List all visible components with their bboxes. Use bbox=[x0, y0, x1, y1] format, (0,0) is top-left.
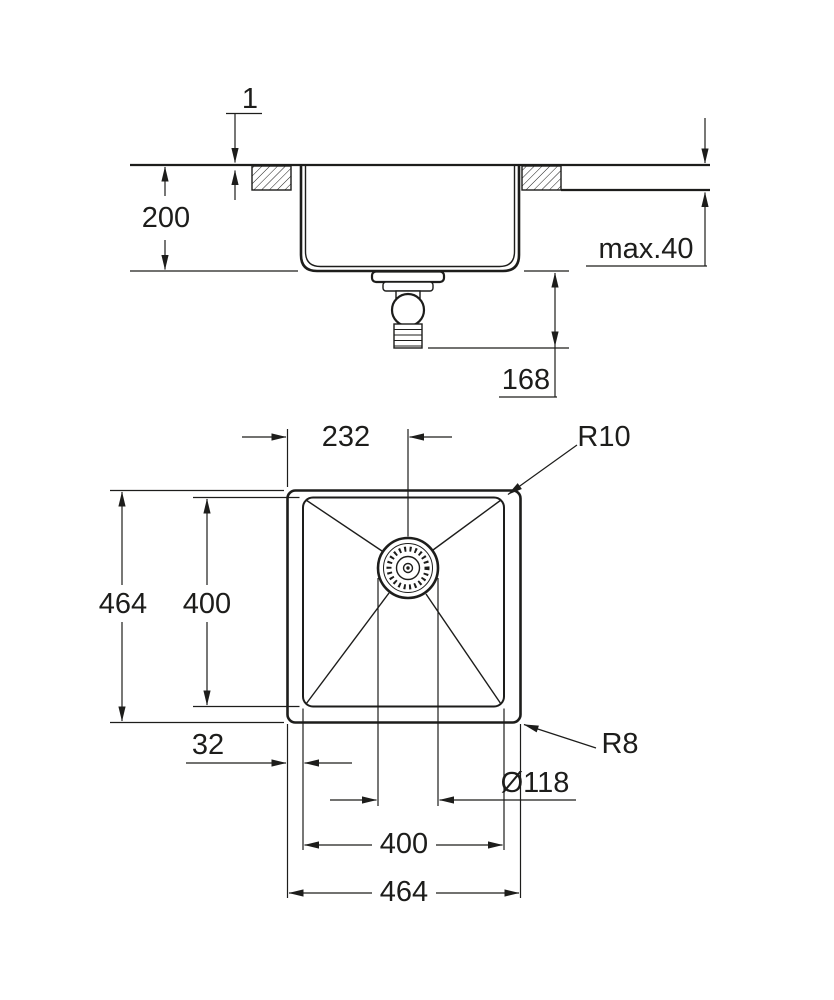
dim-drain-diameter: Ø118 bbox=[330, 578, 576, 806]
outer-corner-radius-label: R8 bbox=[601, 728, 638, 760]
sink-outer-outline bbox=[286, 489, 522, 724]
dim-rim-thickness: 1 bbox=[226, 83, 262, 200]
bowl-inner-outline bbox=[302, 496, 505, 708]
drain-assembly bbox=[370, 270, 446, 349]
dim-countertop-max-label: max.40 bbox=[598, 233, 693, 265]
dim-inner-height: 400 bbox=[183, 496, 300, 708]
dim-outer-width-label: 464 bbox=[380, 876, 428, 908]
dim-outer-height: 464 bbox=[99, 489, 284, 724]
countertop-hatch-left bbox=[251, 165, 292, 191]
sink-bowl-inner-wall bbox=[304, 166, 516, 268]
label-inner-corner-radius: R10 bbox=[507, 421, 631, 495]
countertop-hatch-right bbox=[521, 165, 562, 191]
dim-flange-width-label: 32 bbox=[192, 729, 224, 761]
dim-inner-height-label: 400 bbox=[183, 588, 231, 620]
label-outer-corner-radius: R8 bbox=[523, 723, 639, 760]
dim-outer-width: 464 bbox=[288, 724, 522, 908]
plan-view: 232 R10 464 400 32 bbox=[99, 421, 639, 908]
dim-drain-offset: 232 bbox=[242, 421, 452, 487]
bowl-diagonals bbox=[305, 499, 502, 705]
dim-countertop-max: max.40 bbox=[586, 118, 709, 267]
section-view: 1 200 max.40 168 bbox=[130, 83, 710, 398]
dim-flange-width: 32 bbox=[186, 708, 352, 898]
inner-corner-radius-label: R10 bbox=[577, 421, 630, 453]
strainer-slots bbox=[386, 546, 430, 590]
dim-inner-width: 400 bbox=[304, 708, 505, 860]
dim-outer-height-label: 464 bbox=[99, 588, 147, 620]
dim-drain-height: 168 bbox=[428, 270, 569, 398]
drain-strainer bbox=[376, 536, 440, 600]
dim-inner-width-label: 400 bbox=[380, 828, 428, 860]
dim-drain-height-label: 168 bbox=[502, 364, 550, 396]
dim-bowl-depth-label: 200 bbox=[142, 202, 190, 234]
dim-drain-offset-label: 232 bbox=[322, 421, 370, 453]
dim-drain-diameter-label: Ø118 bbox=[501, 767, 570, 799]
dim-bowl-depth: 200 bbox=[130, 166, 298, 272]
dim-rim-thickness-label: 1 bbox=[242, 83, 258, 115]
sink-bowl-outer-wall bbox=[299, 164, 521, 273]
